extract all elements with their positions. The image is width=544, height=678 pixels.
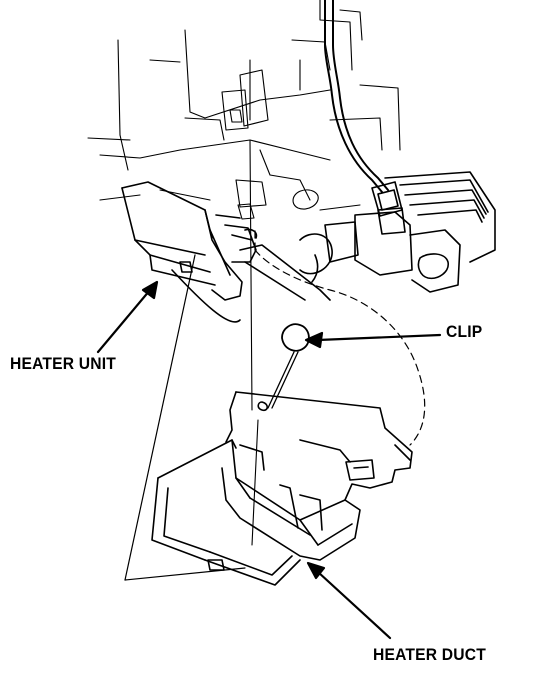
- heater-duct-part: [151, 391, 413, 586]
- heater-unit-label: HEATER UNIT: [10, 354, 117, 373]
- heater-unit-body: [121, 181, 331, 323]
- wire-connector: [371, 181, 403, 217]
- heater-unit-outline: [124, 254, 246, 581]
- blower-connector-assembly: [299, 171, 496, 293]
- dashboard-structure: [87, 0, 401, 220]
- clip-arrowhead: [304, 331, 324, 349]
- heater-unit-arrowhead: [141, 280, 159, 300]
- heater-duct-arrowhead: [306, 561, 326, 580]
- clip-label: CLIP: [446, 322, 483, 341]
- hidden-edge-outline: [254, 229, 426, 446]
- wire-harness: [324, 0, 389, 193]
- alignment-line: [249, 59, 259, 546]
- heater-duct-label: HEATER DUCT: [373, 645, 486, 664]
- callout-arrows: [96, 280, 442, 640]
- clip-part: [267, 323, 310, 409]
